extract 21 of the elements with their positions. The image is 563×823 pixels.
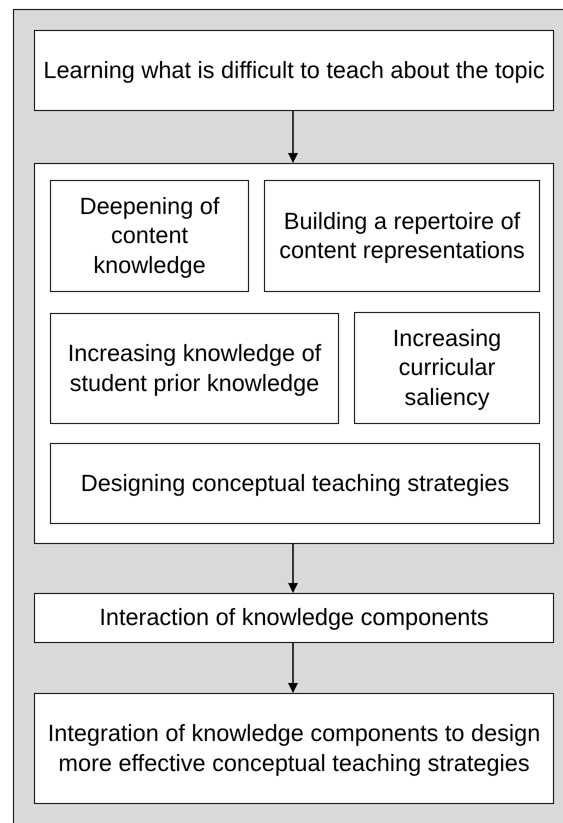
box-text: Increasing curricular saliency: [392, 324, 502, 412]
process-box: [264, 180, 540, 292]
process-box: [34, 593, 554, 643]
outer-panel: [13, 9, 563, 823]
arrow: [288, 543, 298, 593]
box-text: Interaction of knowledge components: [98, 603, 490, 632]
process-box: [50, 180, 249, 292]
group-box: [34, 163, 554, 544]
process-box: [354, 312, 540, 424]
process-box: [50, 443, 540, 524]
process-box: [50, 313, 339, 424]
box-text: Learning what is difficult to teach about the topic: [42, 56, 546, 85]
process-box: [34, 693, 554, 804]
process-box: [34, 30, 554, 111]
arrow: [288, 110, 298, 163]
box-text: Designing conceptual teaching strategies: [80, 468, 510, 498]
box-text: Increasing knowledge of student prior knowledge: [66, 339, 322, 398]
box-text: Building a repertoire of content representations: [278, 206, 526, 265]
box-text: Integration of knowledge components to design more effective conceptual teaching strategies: [46, 719, 542, 778]
box-text: Deepening of content knowledge: [78, 192, 220, 280]
arrow: [288, 642, 298, 693]
